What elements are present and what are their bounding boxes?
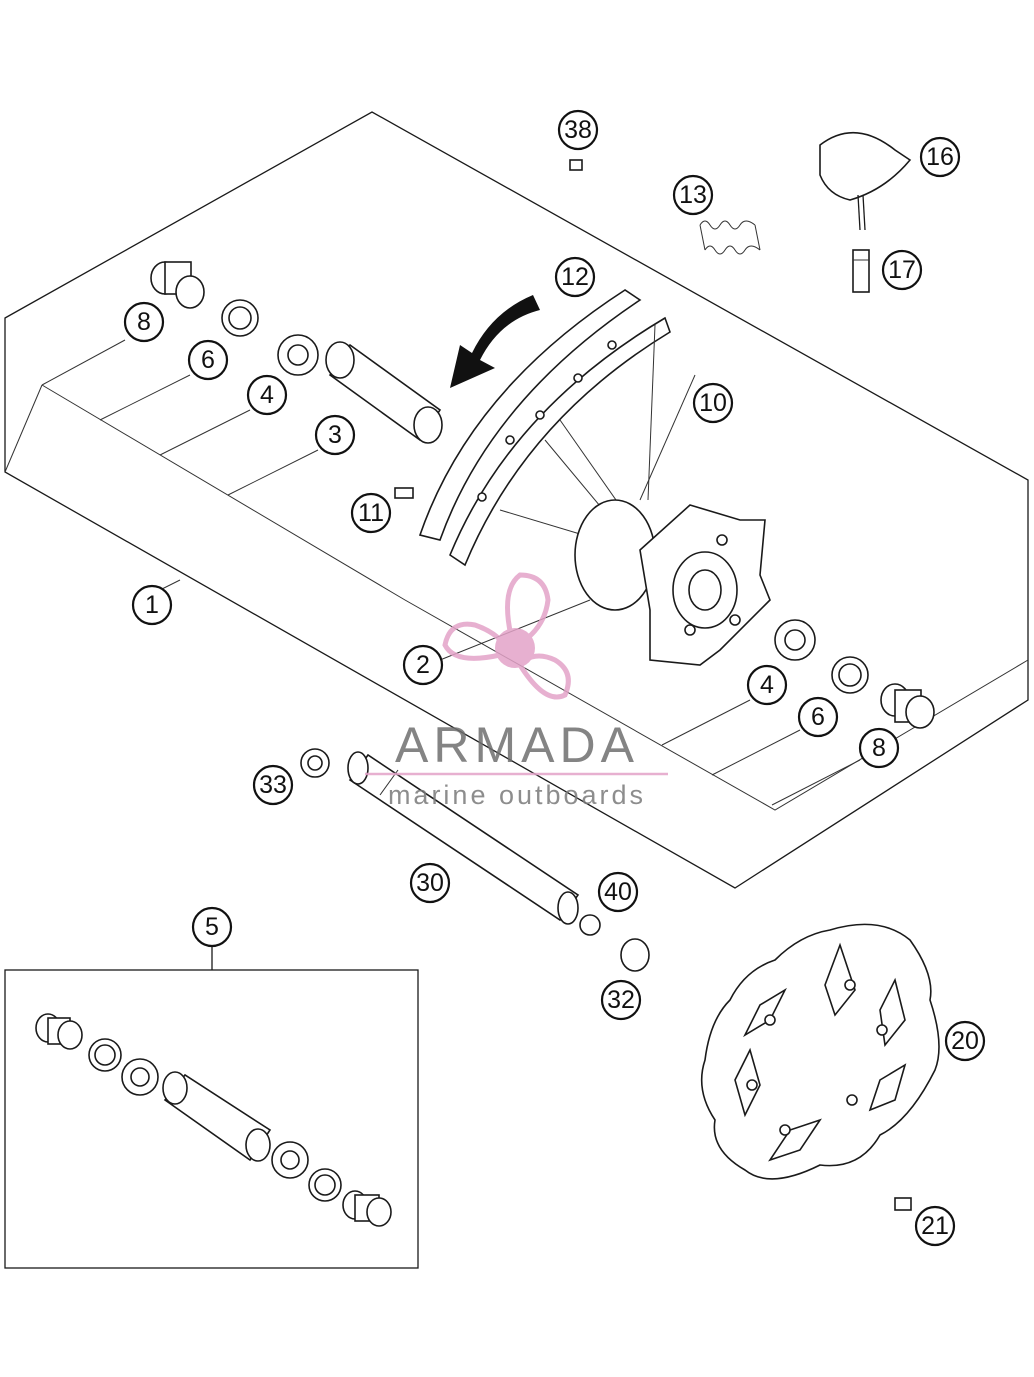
svg-text:4: 4: [260, 381, 274, 409]
spacer-3: [325, 341, 443, 444]
kit-5-parts: [35, 1013, 392, 1227]
leader-lines: [41, 339, 861, 806]
callout-16: 16: [919, 136, 961, 178]
callout-21: 21: [914, 1205, 956, 1247]
svg-text:16: 16: [926, 143, 954, 171]
rotation-arrow-icon: [450, 295, 540, 388]
propeller-hub: [495, 628, 535, 668]
propeller-blade-top: [505, 572, 551, 643]
bushing-8-right: [880, 683, 935, 729]
callout-33: 33: [252, 764, 294, 806]
propeller-blade-left: [442, 621, 508, 661]
callout-40: 40: [597, 871, 639, 913]
seal-6-right: [831, 656, 869, 694]
rim-12: [418, 289, 671, 567]
kit-5-box: [4, 969, 419, 1269]
watermark-brand: ARMADA: [395, 717, 639, 773]
callout-38: 38: [557, 109, 599, 151]
svg-text:40: 40: [604, 878, 632, 906]
callout-6-right: 6: [797, 696, 839, 738]
svg-text:3: 3: [328, 421, 342, 449]
svg-text:30: 30: [416, 869, 444, 897]
assembly-plane: [41, 384, 1029, 811]
callout-6-top: 6: [187, 339, 229, 381]
svg-text:2: 2: [416, 651, 430, 679]
plane-edge: [4, 384, 43, 473]
svg-text:38: 38: [564, 116, 592, 144]
svg-text:10: 10: [699, 389, 727, 417]
callout-20: 20: [944, 1020, 986, 1062]
svg-text:8: 8: [872, 734, 886, 762]
callout-3: 3: [314, 414, 356, 456]
propeller-icon: [442, 572, 571, 700]
svg-text:20: 20: [951, 1027, 979, 1055]
svg-text:8: 8: [137, 308, 151, 336]
svg-text:33: 33: [259, 771, 287, 799]
callout-10: 10: [692, 382, 734, 424]
callout-32: 32: [600, 979, 642, 1021]
svg-text:4: 4: [760, 671, 774, 699]
svg-text:6: 6: [811, 703, 825, 731]
watermark-logo: ARMADA marine outboards: [365, 572, 668, 810]
watermark-tagline: marine outboards: [388, 780, 646, 810]
valve-cap-38: [569, 159, 583, 171]
svg-text:13: 13: [679, 181, 707, 209]
callout-1: 1: [131, 584, 173, 626]
rim-lock-16: [819, 131, 912, 231]
svg-text:1: 1: [145, 591, 159, 619]
bolt-21: [894, 1197, 912, 1211]
callout-4-top: 4: [246, 374, 288, 416]
rim-tape-13: [699, 220, 761, 255]
callout-5: 5: [191, 906, 233, 948]
callout-13: 13: [672, 174, 714, 216]
svg-text:6: 6: [201, 346, 215, 374]
bearing-4-right: [774, 619, 816, 661]
seal-6-top: [221, 299, 259, 337]
svg-text:11: 11: [358, 499, 384, 527]
propeller-blade-right: [516, 653, 571, 700]
svg-text:5: 5: [205, 913, 219, 941]
callout-8-right: 8: [858, 727, 900, 769]
axle-30: [347, 751, 580, 925]
hub-2: [574, 499, 771, 666]
svg-text:32: 32: [607, 986, 635, 1014]
nut-17: [852, 249, 870, 293]
callout-17: 17: [881, 249, 923, 291]
svg-text:17: 17: [888, 256, 916, 284]
brake-disc-20: [700, 923, 940, 1180]
svg-text:21: 21: [921, 1212, 949, 1240]
bushing-8-top: [150, 261, 205, 309]
callout-2: 2: [402, 644, 444, 686]
callout-4-right: 4: [746, 664, 788, 706]
nut-33: [300, 748, 330, 778]
callout-30: 30: [409, 862, 451, 904]
collar-32: [620, 938, 650, 972]
callout-8-top: 8: [123, 301, 165, 343]
nipple-11: [394, 487, 414, 499]
svg-text:12: 12: [561, 263, 589, 291]
washer-40: [579, 914, 601, 936]
bearing-4-top: [277, 334, 319, 376]
callout-12: 12: [554, 256, 596, 298]
callout-11: 11: [350, 492, 392, 534]
